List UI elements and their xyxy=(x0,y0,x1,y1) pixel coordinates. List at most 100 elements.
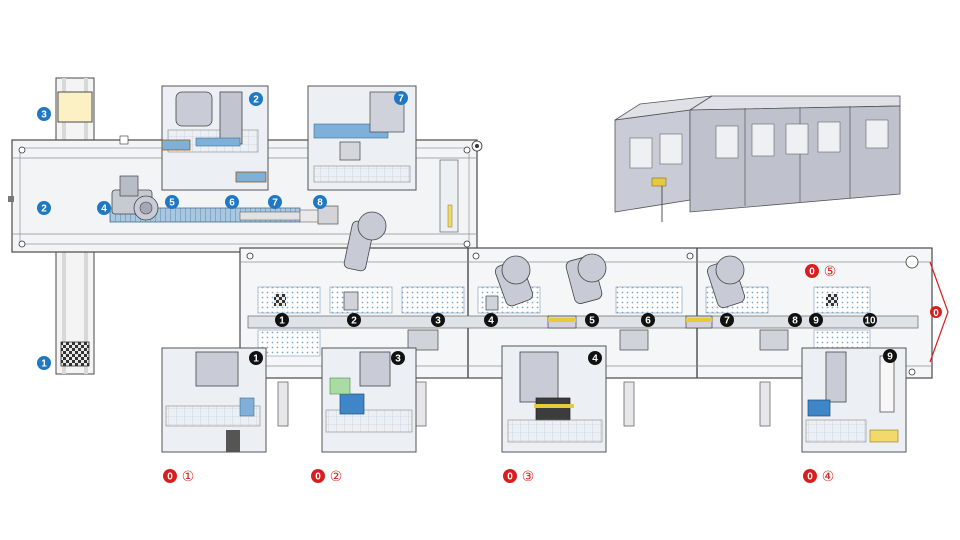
black-s5-badge: 5 xyxy=(585,313,599,327)
black-s4-badge-circle xyxy=(484,313,498,327)
blue-b2-badge: 2 xyxy=(37,201,51,215)
blue-b5-badge: 5 xyxy=(165,195,179,209)
blue-b5-badge-circle xyxy=(165,195,179,209)
robot-arm-upper xyxy=(111,175,159,221)
black-s5-badge-circle xyxy=(585,313,599,327)
blue-b4-badge-circle xyxy=(97,201,111,215)
machine-3d-render xyxy=(614,95,901,222)
black-s2-badge-label: 2 xyxy=(351,316,357,327)
blue-b6-badge-label: 6 xyxy=(229,198,235,209)
black-d9-badge: 9 xyxy=(883,349,897,363)
black-badges: 1 2 3 4 5 6 7 8 9 10 1 3 4 9 xyxy=(249,313,897,365)
black-d4-badge: 4 xyxy=(588,351,602,365)
black-s6-badge-circle xyxy=(641,313,655,327)
caption-c3-number: ③ xyxy=(522,469,535,485)
black-s2-badge: 2 xyxy=(347,313,361,327)
caption-c4-number: ④ xyxy=(822,469,835,485)
blue-b7-badge-circle xyxy=(268,195,282,209)
blue-b3-badge-label: 3 xyxy=(41,110,47,121)
black-d3-badge-label: 3 xyxy=(395,354,401,365)
blue-b3-badge: 3 xyxy=(37,107,51,121)
black-d1-badge-circle xyxy=(249,351,263,365)
black-s5-badge-label: 5 xyxy=(589,316,595,327)
red-c3-badge-circle xyxy=(503,469,517,483)
blue-b6-badge: 6 xyxy=(225,195,239,209)
black-d9-badge-label: 9 xyxy=(887,352,893,363)
red-c2-badge-circle xyxy=(311,469,325,483)
black-s8-badge-label: 8 xyxy=(792,316,798,327)
black-s6-badge: 6 xyxy=(641,313,655,327)
lower-conveyor xyxy=(247,315,919,329)
blue-b1-badge: 1 xyxy=(37,356,51,370)
blue-b1-badge-label: 1 xyxy=(41,359,47,370)
blue-b7-badge-label: 7 xyxy=(272,198,278,209)
caption-c1-number: ① xyxy=(182,469,195,485)
black-s2-badge-circle xyxy=(347,313,361,327)
black-s3-badge-label: 3 xyxy=(435,316,441,327)
red-c3-badge: 0 xyxy=(503,469,517,483)
blue-b3-badge-circle xyxy=(37,107,51,121)
red-c4-badge: 0 xyxy=(803,469,817,483)
black-s7-badge-label: 7 xyxy=(724,316,730,327)
black-d4-badge-circle xyxy=(588,351,602,365)
sensor-probes xyxy=(277,381,771,427)
exit-arrow-label: 0 xyxy=(933,308,939,319)
black-d4-badge-label: 4 xyxy=(592,354,598,365)
red-c4-badge-circle xyxy=(803,469,817,483)
black-s1-badge: 1 xyxy=(275,313,289,327)
blue-b2-badge-circle xyxy=(37,201,51,215)
red-c1-badge-label: 0 xyxy=(167,472,173,483)
black-s3-badge-circle xyxy=(431,313,445,327)
inset-detail-lower-3 xyxy=(501,345,607,453)
blue-i2-badge-label: 2 xyxy=(253,95,259,106)
blue-b7-badge: 7 xyxy=(268,195,282,209)
black-d9-badge-circle xyxy=(883,349,897,363)
red-c2-badge: 0 xyxy=(311,469,325,483)
loading-tray xyxy=(57,91,93,123)
red-c5-badge-label: 0 xyxy=(809,267,815,278)
inset-detail-lower-1 xyxy=(161,347,267,453)
blue-i2-badge-circle xyxy=(249,92,263,106)
black-s7-badge: 7 xyxy=(720,313,734,327)
black-s10-badge-label: 10 xyxy=(864,316,876,327)
black-s8-badge-circle xyxy=(788,313,802,327)
red-c3-badge-label: 0 xyxy=(507,472,513,483)
black-s3-badge: 3 xyxy=(431,313,445,327)
blue-i7-badge-circle xyxy=(394,91,408,105)
robot-arms-lower xyxy=(343,211,745,309)
red-c1-badge: 0 xyxy=(163,469,177,483)
red-c5-badge: 0 xyxy=(805,264,819,278)
black-d1-badge: 1 xyxy=(249,351,263,365)
blue-b6-badge-circle xyxy=(225,195,239,209)
inset-detail-upper-1 xyxy=(161,85,269,191)
caption-c5-number: ⑤ xyxy=(824,264,837,280)
black-s9-badge-circle xyxy=(809,313,823,327)
black-s6-badge-label: 6 xyxy=(645,316,651,327)
exit-arrow: 0 xyxy=(929,261,949,363)
black-s8-badge: 8 xyxy=(788,313,802,327)
black-s9-badge-label: 9 xyxy=(813,316,819,327)
black-s10-badge: 10 xyxy=(863,313,877,327)
black-s7-badge-circle xyxy=(720,313,734,327)
blue-b1-badge-circle xyxy=(37,356,51,370)
blue-b4-badge-label: 4 xyxy=(101,204,107,215)
black-s1-badge-circle xyxy=(275,313,289,327)
blue-b5-badge-label: 5 xyxy=(169,198,175,209)
black-d3-badge-circle xyxy=(391,351,405,365)
black-s4-badge-label: 4 xyxy=(488,316,494,327)
inset-detail-lower-4 xyxy=(801,347,907,453)
black-s10-badge-circle xyxy=(863,313,877,327)
black-d3-badge: 3 xyxy=(391,351,405,365)
black-s9-badge: 9 xyxy=(809,313,823,327)
red-c5-badge-circle xyxy=(805,264,819,278)
blue-b2-badge-label: 2 xyxy=(41,204,47,215)
red-c1-badge-circle xyxy=(163,469,177,483)
red-c4-badge-label: 0 xyxy=(807,472,813,483)
